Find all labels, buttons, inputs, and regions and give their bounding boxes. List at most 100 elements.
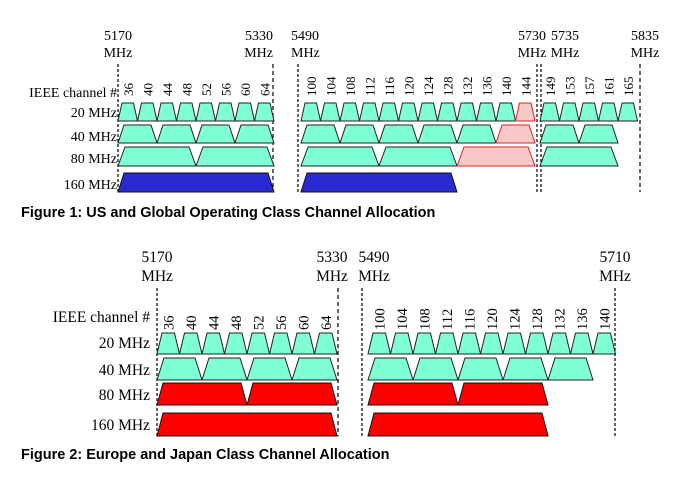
- f2-40mhz-channel-block: [246, 357, 293, 381]
- f1-40mhz-channel-block: [117, 124, 158, 144]
- f1-channel-number: 52: [199, 83, 214, 96]
- freq-label-f2-5710: 5710: [600, 249, 631, 266]
- f1-channel-number: 40: [140, 83, 155, 96]
- f2-channel-number: 44: [206, 315, 222, 330]
- f1-80mhz-channel-block: [378, 146, 458, 167]
- f1-40mhz-channel-block: [456, 124, 497, 144]
- f1-channel-number: 128: [440, 77, 455, 97]
- freq-unit-f2-5490: MHz: [358, 268, 390, 285]
- f2-80mhz-channel-block: [156, 382, 248, 406]
- f2-40mhz-channel-block: [457, 357, 504, 381]
- f1-160mhz-channel-block: [300, 172, 458, 193]
- f1-20mhz-channel-block: [319, 102, 341, 122]
- f2-160mhz-channel-block: [367, 412, 549, 437]
- f2-20mhz-channel-block: [389, 332, 414, 355]
- f1-20mhz-channel-block: [234, 102, 256, 122]
- f2-channel-number: 132: [552, 308, 568, 330]
- f2-channel-number: 48: [229, 316, 245, 331]
- f2-row-label-channel: IEEE channel #: [53, 309, 151, 326]
- f1-channel-number: 136: [479, 76, 494, 96]
- freq-label-f2-5330: 5330: [317, 249, 348, 266]
- f1-channel-number: 149: [543, 77, 558, 97]
- f1-20mhz-channel-block: [514, 102, 536, 122]
- f2-channel-number: 100: [372, 308, 388, 330]
- f2-20mhz-channel-block: [592, 332, 617, 355]
- f1-20mhz-channel-block: [436, 102, 458, 122]
- freq-label-f1-5490: 5490: [291, 29, 319, 44]
- f1-channel-number: 132: [460, 77, 475, 97]
- f1-80mhz-channel-block: [539, 146, 619, 167]
- figure-2-caption: Figure 2: Europe and Japan Class Channel…: [21, 447, 390, 463]
- f1-channel-number: 140: [499, 77, 514, 97]
- f2-80mhz-channel-block: [367, 382, 459, 406]
- f2-20mhz-channel-block: [412, 332, 437, 355]
- f2-160mhz-channel-block: [156, 412, 338, 437]
- f1-80mhz-channel-block: [300, 146, 380, 167]
- f1-channel-number: 48: [179, 83, 194, 96]
- f1-40mhz-channel-block: [495, 124, 536, 144]
- f2-20mhz-channel-block: [246, 332, 271, 355]
- f1-row-label-80mhz: 80 MHz: [71, 152, 117, 167]
- f1-channel-number: 44: [160, 83, 175, 97]
- f1-20mhz-channel-block: [475, 102, 497, 122]
- f2-20mhz-channel-block: [156, 332, 181, 355]
- f1-channel-number: 153: [562, 77, 577, 97]
- f2-channel-number: 108: [417, 308, 433, 330]
- f2-20mhz-channel-block: [291, 332, 316, 355]
- f2-row-label-40mhz: 40 MHz: [99, 362, 150, 379]
- f2-channel-number: 112: [440, 309, 456, 330]
- f1-channel-number: 144: [518, 76, 533, 96]
- f1-40mhz-channel-block: [339, 124, 380, 144]
- f1-20mhz-channel-block: [597, 102, 619, 122]
- f2-channel-number: 116: [462, 309, 478, 330]
- f1-40mhz-channel-block: [234, 124, 275, 144]
- freq-label-f1-5835: 5835: [631, 29, 659, 44]
- f1-row-label-40mhz: 40 MHz: [71, 130, 117, 145]
- f2-20mhz-channel-block: [223, 332, 248, 355]
- f1-40mhz-channel-block: [378, 124, 419, 144]
- f2-20mhz-channel-block: [569, 332, 594, 355]
- f2-40mhz-channel-block: [502, 357, 549, 381]
- f2-row-label-20mhz: 20 MHz: [99, 335, 150, 352]
- f1-20mhz-channel-block: [339, 102, 361, 122]
- f1-row-label-channel: IEEE channel #: [29, 86, 117, 101]
- f1-40mhz-channel-block: [300, 124, 341, 144]
- f1-40mhz-channel-block: [417, 124, 458, 144]
- f2-row-label-80mhz: 80 MHz: [99, 387, 150, 404]
- freq-unit-f1-5730: MHz: [518, 46, 547, 61]
- freq-label-f2-5490: 5490: [359, 249, 390, 266]
- f2-channel-number: 36: [161, 316, 177, 331]
- f1-40mhz-channel-block: [195, 124, 236, 144]
- f2-40mhz-channel-block: [201, 357, 248, 381]
- f1-20mhz-channel-block: [378, 102, 400, 122]
- f1-row-label-160mhz: 160 MHz: [64, 178, 117, 193]
- f2-20mhz-channel-block: [313, 332, 338, 355]
- f2-20mhz-channel-block: [178, 332, 203, 355]
- freq-unit-f2-5170: MHz: [141, 268, 173, 285]
- freq-unit-f2-5330: MHz: [316, 268, 348, 285]
- f1-40mhz-channel-block: [578, 124, 619, 144]
- f2-20mhz-channel-block: [479, 332, 504, 355]
- f2-20mhz-channel-block: [547, 332, 572, 355]
- f1-row-label-20mhz: 20 MHz: [71, 106, 117, 121]
- f1-20mhz-channel-block: [195, 102, 217, 122]
- freq-label-f1-5170: 5170: [104, 29, 132, 44]
- f2-40mhz-channel-block: [412, 357, 459, 381]
- f1-20mhz-channel-block: [558, 102, 580, 122]
- f1-20mhz-channel-block: [539, 102, 561, 122]
- f1-160mhz-channel-block: [117, 172, 275, 193]
- f2-20mhz-channel-block: [434, 332, 459, 355]
- f2-80mhz-channel-block: [246, 382, 338, 406]
- f2-channel-number: 136: [575, 308, 591, 330]
- freq-unit-f1-5735: MHz: [551, 46, 580, 61]
- f1-20mhz-channel-block: [300, 102, 322, 122]
- f1-20mhz-channel-block: [117, 102, 139, 122]
- freq-label-f2-5170: 5170: [142, 249, 173, 266]
- figure-1-caption: Figure 1: US and Global Operating Class …: [21, 205, 436, 221]
- f1-channel-number: 100: [304, 77, 319, 97]
- f2-20mhz-channel-block: [367, 332, 392, 355]
- f2-row-label-160mhz: 160 MHz: [91, 417, 150, 434]
- freq-unit-f1-5490: MHz: [291, 46, 320, 61]
- f1-channel-number: 112: [362, 77, 377, 96]
